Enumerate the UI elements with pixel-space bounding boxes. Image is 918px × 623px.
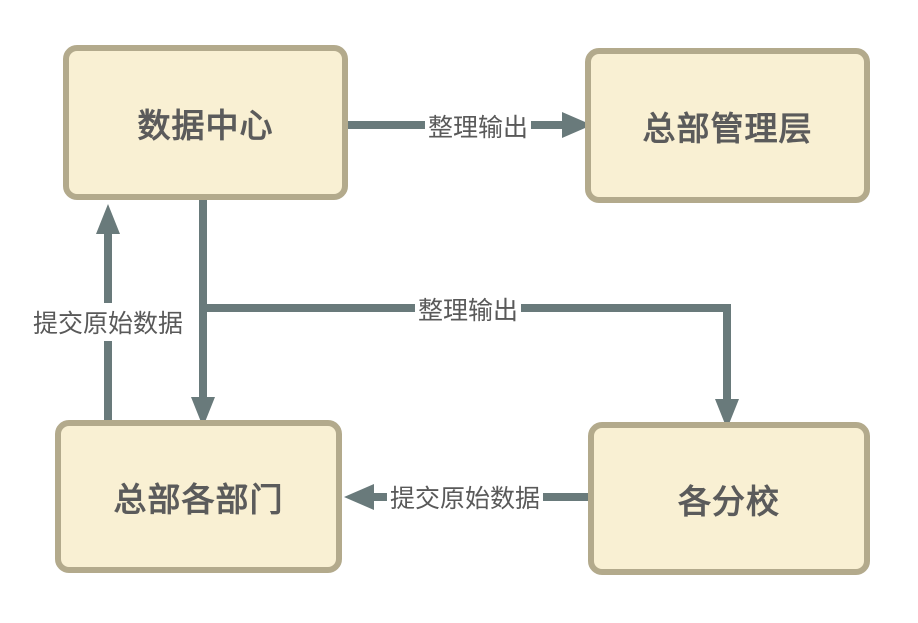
- edge-datacenter-branchschools-label: 整理输出: [414, 290, 522, 328]
- edge-hqdepartments-datacenter-label: 提交原始数据: [29, 303, 187, 341]
- edge-branchschools-hqdepartments-label: 提交原始数据: [386, 478, 544, 516]
- edge-branchschools-hqdepartments-arrowhead-icon: [344, 484, 374, 510]
- edge-datacenter-hqmanagement-label: 整理输出: [424, 107, 532, 145]
- node-hq-departments: 总部各部门: [55, 420, 342, 573]
- node-data-center-label: 数据中心: [137, 106, 274, 144]
- node-hq-departments-label: 总部各部门: [113, 480, 284, 518]
- node-hq-management: 总部管理层: [585, 48, 870, 203]
- node-branch-schools: 各分校: [588, 422, 870, 575]
- edge-hqdepartments-datacenter-arrowhead-icon: [96, 204, 120, 234]
- node-data-center: 数据中心: [63, 45, 348, 200]
- edge-datacenter-hqdepartments-line: [199, 200, 207, 398]
- node-branch-schools-label: 各分校: [678, 482, 780, 520]
- node-hq-management-label: 总部管理层: [642, 109, 813, 147]
- edge-datacenter-branchschools-vline: [723, 304, 731, 400]
